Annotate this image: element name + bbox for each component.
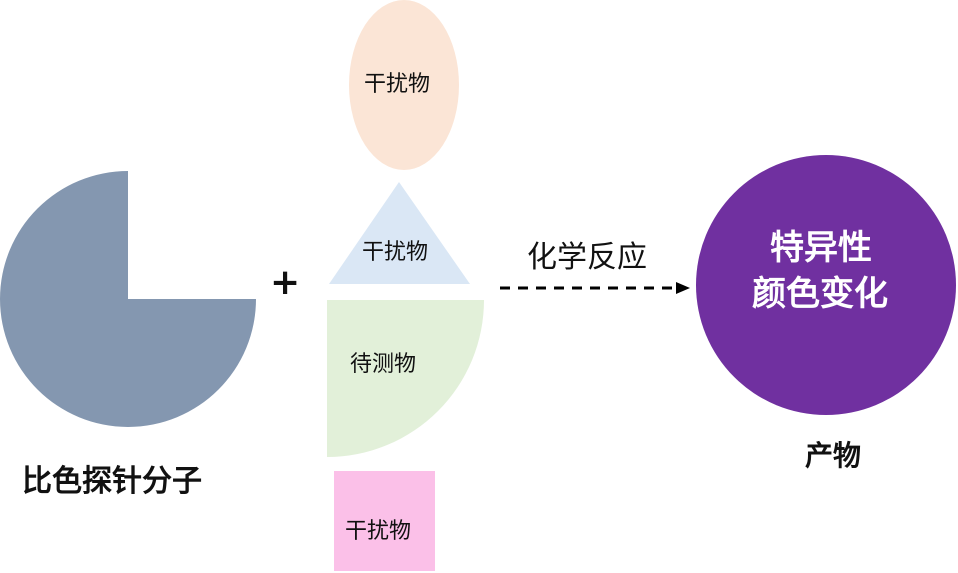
plus-sign: +	[270, 262, 301, 303]
interferent-triangle-label: 干扰物	[362, 240, 429, 265]
interferent-triangle	[329, 182, 470, 284]
reaction-label: 化学反应	[527, 240, 647, 275]
product-text-line1: 特异性	[770, 228, 872, 268]
product-circle	[696, 155, 956, 415]
interferent-square-label: 干扰物	[345, 519, 412, 544]
analyte-label: 待测物	[350, 352, 417, 377]
product-text-line2: 颜色变化	[752, 274, 888, 314]
interferent-ellipse	[349, 0, 459, 170]
probe-label: 比色探针分子	[22, 464, 202, 499]
interferent-square	[334, 471, 435, 571]
interferent-ellipse-label: 干扰物	[364, 72, 431, 97]
analyte-quarter-circle	[327, 300, 484, 457]
probe-pie-shape	[0, 171, 256, 427]
arrow-head	[676, 282, 690, 294]
product-label: 产物	[805, 439, 862, 472]
